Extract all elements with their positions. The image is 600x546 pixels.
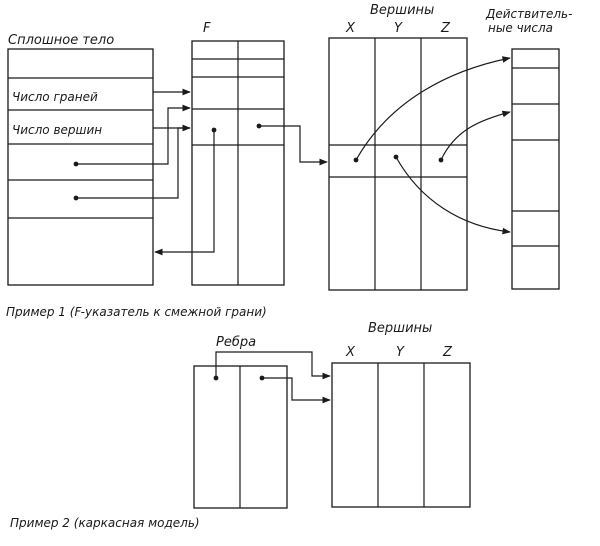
edges-title: Ребра	[216, 335, 256, 350]
real-numbers-table	[511, 48, 560, 290]
solid-body-title: Сплошное тело	[8, 33, 114, 48]
col-z-label-2: Z	[442, 345, 453, 360]
col-x-label-2: X	[345, 345, 356, 360]
pointers-example-1	[73, 56, 511, 256]
solid-body-table	[7, 48, 154, 286]
vertices-title-1: Вершины	[370, 3, 434, 18]
vertices-table-2	[331, 362, 471, 508]
faces-count-label: Число граней	[12, 90, 98, 104]
faces-table-title: F	[203, 21, 211, 36]
example-2: Ребра Вершины X Y Z Пример 2 (каркасная …	[10, 321, 471, 530]
faces-table	[191, 40, 285, 286]
example-2-caption: Пример 2 (каркасная модель)	[10, 516, 200, 530]
vertices-count-label: Число вершин	[12, 123, 102, 137]
col-y-label-1: Y	[394, 21, 403, 36]
example-1-caption: Пример 1 (F-указатель к смежной грани)	[6, 305, 267, 319]
pointers-example-2	[213, 351, 331, 404]
col-y-label-2: Y	[396, 345, 405, 360]
vertices-title-2: Вершины	[368, 321, 432, 336]
col-x-label-1: X	[345, 21, 356, 36]
edges-table	[193, 365, 288, 509]
vertices-table-1	[328, 37, 468, 291]
col-z-label-1: Z	[440, 21, 451, 36]
real-numbers-title-2: ные числа	[488, 21, 553, 35]
example-1: Сплошное тело Число граней Число вершин …	[6, 3, 572, 319]
real-numbers-title-1: Действитель-	[485, 7, 572, 21]
